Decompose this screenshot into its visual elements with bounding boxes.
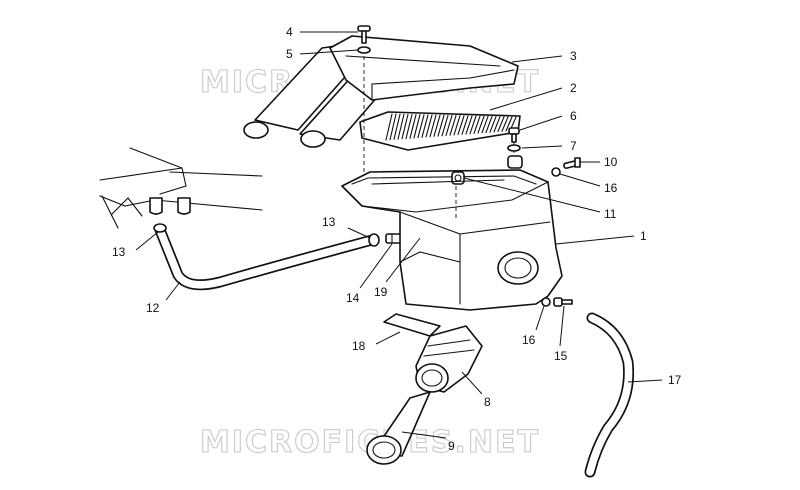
part-7-washer [507, 144, 521, 152]
frame-fragment [99, 147, 263, 229]
part-grommet [507, 155, 523, 169]
callout-12: 12 [146, 301, 160, 315]
callout-3: 3 [570, 49, 577, 63]
callout-10: 10 [604, 155, 618, 169]
callout-14: 14 [346, 291, 360, 305]
callout-6: 6 [570, 109, 577, 123]
callout-17: 17 [668, 373, 682, 387]
callout-8: 8 [484, 395, 491, 409]
leader-lines [135, 31, 663, 439]
part-6-screw [508, 127, 520, 143]
callout-18: 18 [352, 339, 366, 353]
callout-4: 4 [286, 25, 293, 39]
callout-5: 5 [286, 47, 293, 61]
part-5-washer [357, 46, 371, 54]
callout-1: 1 [640, 229, 647, 243]
part-16-washer [551, 167, 561, 177]
part-2-filter-element [359, 111, 521, 151]
part-10-screw [563, 157, 581, 170]
part-3-filter-cover [243, 35, 519, 148]
part-4-screw [357, 25, 371, 44]
callout-13-right: 13 [322, 215, 336, 229]
callout-9: 9 [448, 439, 455, 453]
callout-19: 19 [374, 285, 388, 299]
part-12-breather-hose [154, 224, 378, 291]
part-9-intake-tube [366, 391, 431, 465]
callout-11: 11 [604, 207, 617, 221]
callout-2: 2 [570, 81, 577, 95]
part-16-washer-lower [541, 297, 551, 307]
part-8-connector [415, 325, 483, 393]
callout-16-upper: 16 [604, 181, 618, 195]
part-17-drain-hose [584, 312, 635, 478]
callout-13-left: 13 [112, 245, 126, 259]
part-13-hose-clip [153, 223, 380, 247]
callout-16-lower: 16 [522, 333, 536, 347]
part-18-clamp-band [383, 313, 441, 337]
callout-numbers: 4 5 3 2 6 7 10 16 11 1 13 12 13 14 19 16… [112, 25, 682, 453]
callout-15: 15 [554, 349, 568, 363]
part-15-screw [553, 297, 573, 307]
callout-7: 7 [570, 139, 577, 153]
